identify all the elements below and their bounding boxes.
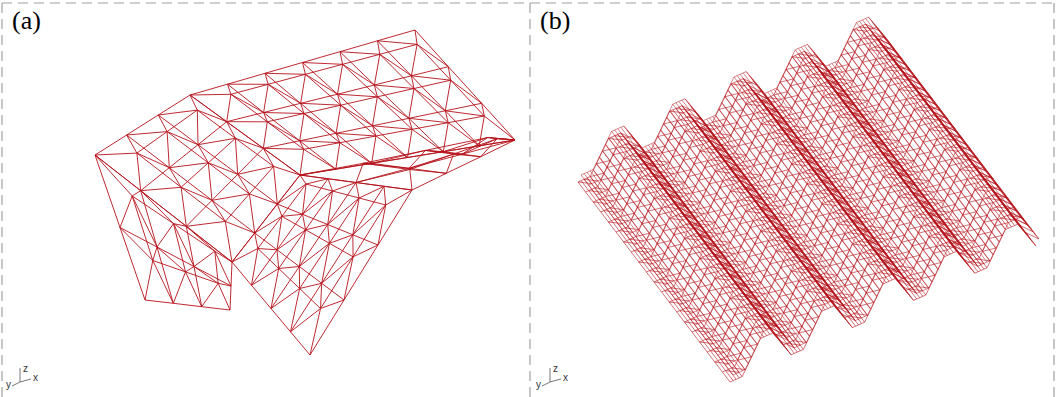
dashed-border (1053, 3, 1054, 397)
axis-icon (12, 368, 31, 386)
axis-line (20, 368, 21, 382)
corrugated-lattice (578, 17, 1039, 382)
truss-members (300, 138, 515, 191)
dashed-border (1, 3, 2, 397)
axis-label: x (33, 373, 38, 383)
axis-label: y (6, 380, 11, 390)
truss-members (232, 175, 412, 355)
axis-icon (542, 368, 561, 386)
axis-label: z (553, 364, 558, 374)
axis-line (550, 368, 551, 382)
axis-label: x (563, 373, 568, 383)
dashed-border (2, 2, 1054, 3)
lattice-layer (581, 17, 1039, 375)
axis-line (542, 382, 550, 386)
folded-truss (95, 30, 515, 355)
axis-label: y (536, 380, 541, 390)
panel-frame (2, 3, 1054, 397)
axis-line (550, 379, 561, 382)
axis-label: z (23, 364, 28, 374)
truss-members (95, 155, 232, 310)
panel-label: (b) (540, 8, 570, 34)
dashed-border (529, 3, 530, 397)
axis-line (12, 382, 20, 386)
panel-label: (a) (12, 8, 41, 34)
axis-line (20, 379, 31, 382)
